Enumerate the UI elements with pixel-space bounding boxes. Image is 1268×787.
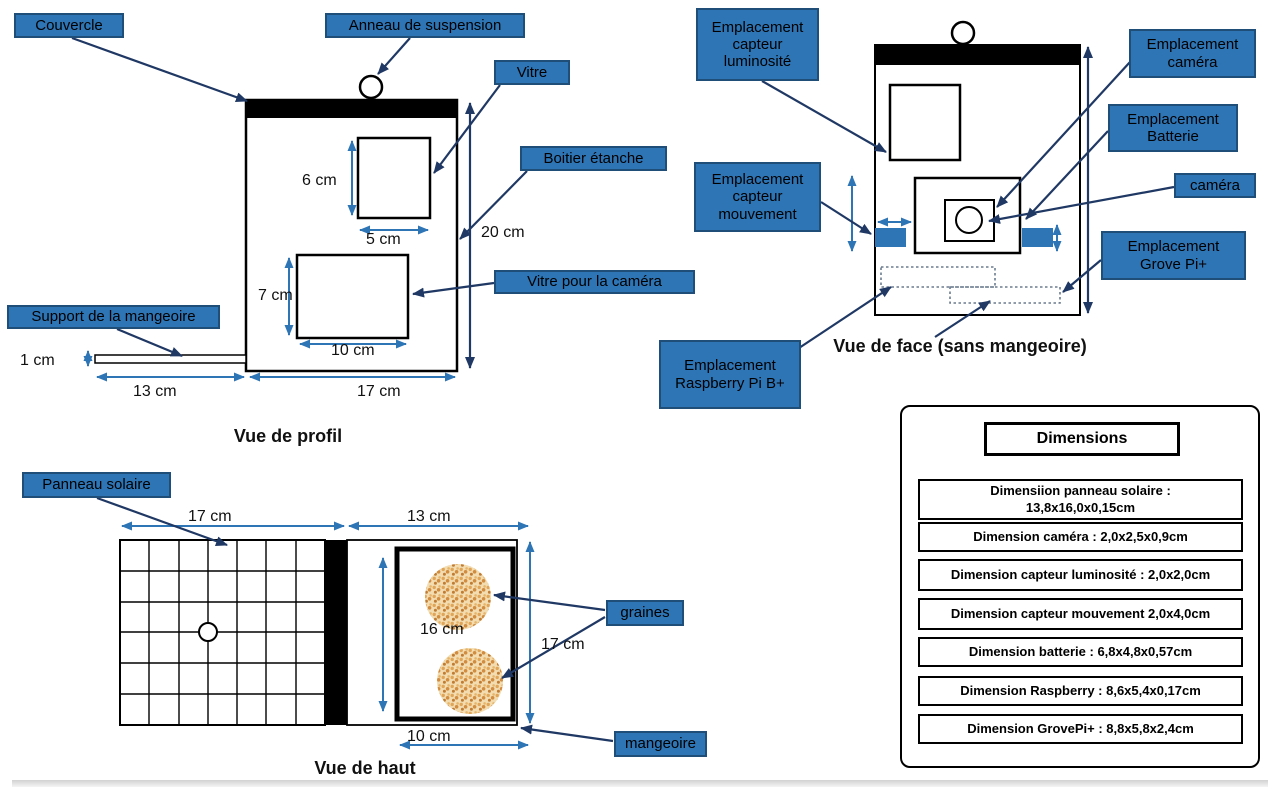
table-row-raspberry: Dimension Raspberry : 8,6x5,4x0,17cm — [918, 676, 1243, 706]
arrow-graines-2 — [501, 616, 606, 679]
arrow-mangeoire — [520, 724, 614, 743]
solar-grid — [120, 540, 325, 725]
arrow-couvercle — [71, 36, 248, 103]
seeds-pile-2 — [437, 648, 503, 714]
feeder-support-bar — [94, 354, 247, 364]
dim-5cm: 5 cm — [366, 231, 401, 248]
label-vitre: Vitre — [494, 60, 570, 85]
arrow-capteur-luminosite — [761, 80, 887, 153]
label-mangeoire: mangeoire — [614, 731, 707, 757]
front-lid-bar — [875, 45, 1080, 65]
table-row-capteur-mouvement: Dimension capteur mouvement 2,0x4,0cm — [918, 598, 1243, 630]
dim-17cm: 17 cm — [357, 383, 401, 400]
label-support-mangeoire: Support de la mangeoire — [7, 305, 220, 329]
label-camera: caméra — [1174, 173, 1256, 198]
label-emplacement-camera: Emplacement caméra — [1129, 29, 1256, 78]
dim-16cm: 16 cm — [420, 621, 464, 638]
slide-shadow — [12, 780, 1268, 787]
label-anneau-suspension: Anneau de suspension — [325, 13, 525, 38]
table-row-batterie: Dimension batterie : 6,8x4,8x0,57cm — [918, 637, 1243, 667]
profile-view-drawing — [71, 36, 528, 382]
arrow-capteur-mouvement — [820, 201, 872, 235]
dim-13cm: 13 cm — [133, 383, 177, 400]
raspberry-slot-dotted — [880, 266, 996, 288]
label-panneau-solaire: Panneau solaire — [22, 472, 171, 498]
label-raspberry-pi: Emplacement Raspberry Pi B+ — [659, 340, 801, 409]
label-capteur-luminosite: Emplacement capteur luminosité — [696, 8, 819, 81]
top-view-drawing — [96, 496, 614, 750]
label-emplacement-batterie: Emplacement Batterie — [1108, 104, 1238, 152]
profile-view-title: Vue de profil — [233, 426, 343, 446]
arrow-emplacement-batterie — [1025, 130, 1109, 220]
label-vitre-camera: Vitre pour la caméra — [494, 270, 695, 294]
dim-7cm: 7 cm — [258, 287, 293, 304]
dim-17cm-panel: 17 cm — [188, 508, 232, 525]
arrow-raspberry-1 — [792, 286, 892, 353]
label-couvercle: Couvercle — [14, 13, 124, 38]
front-view-drawing — [761, 20, 1175, 353]
motion-sensor-right-block — [1022, 228, 1053, 247]
arrow-boitier — [459, 170, 528, 240]
arrow-panneau-solaire — [96, 496, 228, 547]
arrow-camera — [988, 185, 1175, 224]
top-view-title: Vue de haut — [314, 758, 416, 778]
divider-bar — [325, 540, 347, 725]
arrow-graines-1 — [493, 591, 606, 612]
arrow-emplacement-camera — [996, 61, 1131, 208]
motion-sensor-left-block — [875, 228, 906, 247]
table-row-panneau-solaire: Dimensiion panneau solaire : 13,8x16,0x0… — [918, 479, 1243, 520]
label-grove-pi: Emplacement Grove Pi+ — [1101, 231, 1246, 280]
camera-lens — [955, 206, 983, 234]
arrow-vitre-camera — [412, 281, 495, 298]
dim-20cm: 20 cm — [481, 224, 525, 241]
arrow-raspberry-2 — [934, 300, 991, 338]
dim-6cm: 6 cm — [302, 172, 337, 189]
arrow-grove-pi — [1062, 259, 1102, 293]
dim-10cm-bottom: 10 cm — [407, 728, 451, 745]
luminosity-sensor-window — [888, 83, 962, 162]
table-row-capteur-luminosite: Dimension capteur luminosité : 2,0x2,0cm — [918, 559, 1243, 591]
arrow-support — [116, 327, 183, 358]
dim-10cm: 10 cm — [331, 342, 375, 359]
dim-17cm-side: 17 cm — [541, 636, 585, 653]
table-row-grovepi: Dimension GrovePi+ : 8,8x5,8x2,4cm — [918, 714, 1243, 744]
arrow-anneau — [377, 37, 411, 75]
dimensions-table-title: Dimensions — [984, 422, 1180, 456]
seeds-pile-1 — [425, 564, 491, 630]
front-suspension-ring — [950, 20, 976, 46]
table-row-camera: Dimension caméra : 2,0x2,5x0,9cm — [918, 522, 1243, 552]
dim-13cm-top: 13 cm — [407, 508, 451, 525]
solar-panel-hole — [198, 622, 218, 642]
suspension-ring — [358, 74, 384, 100]
lid-bar — [246, 100, 457, 118]
arrow-vitre — [433, 84, 501, 174]
label-capteur-mouvement: Emplacement capteur mouvement — [694, 162, 821, 232]
upper-window — [356, 136, 432, 220]
front-view-title: Vue de face (sans mangeoire) — [833, 336, 1087, 356]
label-graines: graines — [606, 600, 684, 626]
dim-1cm: 1 cm — [20, 352, 55, 369]
label-boitier-etanche: Boitier étanche — [520, 146, 667, 171]
camera-window — [295, 253, 410, 340]
grovepi-slot-dotted — [949, 286, 1061, 304]
